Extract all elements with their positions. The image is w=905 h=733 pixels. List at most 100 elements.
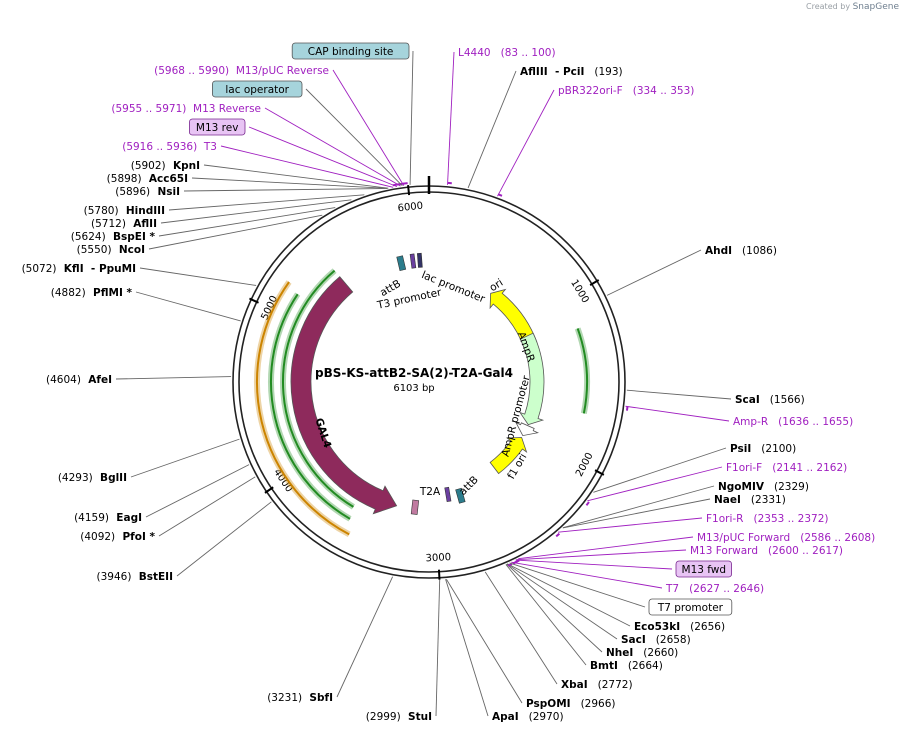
attb-top-box[interactable]	[396, 255, 407, 272]
site-label-s2[interactable]: AhdI (1086)	[705, 245, 777, 257]
lac-box[interactable]	[416, 252, 423, 268]
leader-s6	[562, 498, 711, 529]
site-part: SbfI	[302, 692, 333, 704]
site-label-s8[interactable]: SacI (2658)	[621, 634, 691, 646]
site-label-s27[interactable]: (5896) NsiI	[115, 186, 180, 198]
site-label-s3[interactable]: ScaI (1566)	[735, 394, 805, 406]
site-part-first: (4604)	[46, 374, 81, 386]
site-label-s22[interactable]: (5072) KflI - PpuMI	[22, 263, 136, 275]
site-label-s28[interactable]: (5898) Acc65I	[107, 173, 188, 185]
label-box-p10[interactable]	[648, 598, 733, 616]
site-label-s1[interactable]: AflIII - PciI (193)	[520, 66, 623, 78]
site-label-s17[interactable]: (4092) PfoI *	[80, 531, 155, 543]
leader-s7	[507, 563, 631, 627]
label-box-p14[interactable]	[211, 80, 303, 98]
site-label-s5[interactable]: NgoMIV (2329)	[718, 481, 809, 493]
site-part-first: PsiI	[730, 443, 751, 455]
site-part: (2586 .. 2608)	[790, 532, 875, 544]
label-box-p16[interactable]	[291, 42, 410, 60]
site-label-p15[interactable]: (5968 .. 5990) M13/pUC Reverse	[154, 65, 329, 77]
site-part-first: (4882)	[51, 287, 86, 299]
t2a-box[interactable]	[410, 499, 420, 515]
leader-p3	[625, 405, 730, 422]
site-part: StuI	[401, 711, 432, 723]
site-label-s11[interactable]: XbaI (2772)	[561, 679, 633, 691]
leader-s18	[145, 464, 250, 518]
leader-s14	[435, 579, 441, 717]
site-part: (1566)	[760, 394, 805, 406]
leader-p8	[515, 559, 673, 570]
orf-green-inner	[282, 269, 354, 508]
site-label-s18[interactable]: (4159) EagI	[74, 512, 142, 524]
site-part-first: (3946)	[97, 571, 132, 583]
leader-p7	[516, 549, 687, 561]
site-label-s14[interactable]: (2999) StuI	[366, 711, 432, 723]
site-part: - PciI	[548, 66, 585, 78]
site-part: M13 Reverse	[186, 103, 261, 115]
leader-p11	[220, 145, 394, 188]
site-label-p2[interactable]: pBR322ori-F (334 .. 353)	[558, 85, 694, 97]
site-label-s20[interactable]: (4604) AfeI	[46, 374, 112, 386]
primer-mark-p4	[585, 501, 590, 506]
plasmid-size: 6103 bp	[393, 383, 434, 394]
site-label-s15[interactable]: (3231) SbfI	[267, 692, 333, 704]
label-text-p12: M13 rev	[196, 122, 239, 134]
site-part-first: (5968 .. 5990)	[154, 65, 229, 77]
site-label-s12[interactable]: PspOMI (2966)	[526, 698, 616, 710]
site-label-s9[interactable]: NheI (2660)	[606, 647, 678, 659]
site-label-s26[interactable]: (5780) HindIII	[84, 205, 165, 217]
leader-s4	[593, 447, 727, 493]
leader-s25	[160, 199, 352, 224]
site-label-p1[interactable]: L4440 (83 .. 100)	[458, 47, 556, 59]
site-label-p3[interactable]: Amp-R (1636 .. 1655)	[733, 416, 853, 428]
site-part-first: (5550)	[77, 244, 112, 256]
attb-bottom-stripe[interactable]	[444, 486, 452, 503]
site-label-p13[interactable]: (5955 .. 5971) M13 Reverse	[111, 103, 261, 115]
site-label-s10[interactable]: BmtI (2664)	[590, 660, 663, 672]
site-label-s13[interactable]: ApaI (2970)	[492, 711, 564, 723]
site-part-first: F1ori-F	[726, 462, 762, 474]
leader-s23	[148, 214, 323, 250]
site-label-s29[interactable]: (5902) KpnI	[131, 160, 200, 172]
site-labels: AflIII - PciI (193) AhdI (1086) ScaI (1566…	[22, 42, 875, 723]
site-part: BglII	[93, 472, 127, 484]
t3-promoter-box[interactable]	[409, 253, 417, 269]
site-label-s24[interactable]: (5624) BspEI *	[71, 231, 156, 243]
site-label-s4[interactable]: PsiI (2100)	[730, 443, 796, 455]
feature-ampr[interactable]	[519, 332, 545, 426]
site-label-s25[interactable]: (5712) AflII	[91, 218, 157, 230]
site-label-p9[interactable]: T7 (2627 .. 2646)	[665, 583, 764, 595]
site-label-s6[interactable]: NaeI (2331)	[714, 494, 786, 506]
label-box-p12[interactable]	[188, 118, 246, 136]
site-label-s7[interactable]: Eco53kI (2656)	[634, 621, 725, 633]
orf-green-outer	[270, 293, 351, 520]
site-part: Acc65I	[142, 173, 188, 185]
site-part: (334 .. 353)	[623, 85, 695, 97]
site-part: AflII	[126, 218, 157, 230]
site-part: M13/pUC Reverse	[229, 65, 329, 77]
label-text-p16: CAP binding site	[308, 46, 394, 58]
label-leader-lines	[115, 50, 732, 717]
site-part-first: AflIII	[520, 66, 548, 78]
site-part-first: BmtI	[590, 660, 618, 672]
site-label-s21[interactable]: (4882) PflMI *	[51, 287, 133, 299]
feature-gal4[interactable]	[290, 276, 398, 515]
site-part-first: T7	[665, 583, 679, 595]
site-label-p7[interactable]: M13 Forward (2600 .. 2617)	[690, 545, 843, 557]
site-part-first: (5780)	[84, 205, 119, 217]
label-box-p8[interactable]	[675, 560, 732, 578]
attb-bottom-box[interactable]	[455, 487, 466, 504]
brand-name: SnapGene	[852, 2, 899, 12]
site-label-p11[interactable]: (5916 .. 5936) T3	[122, 141, 217, 153]
site-label-s16[interactable]: (3946) BstEII	[97, 571, 174, 583]
site-label-s19[interactable]: (4293) BglII	[58, 472, 127, 484]
leader-p4	[587, 466, 723, 502]
site-label-p5[interactable]: F1ori-R (2353 .. 2372)	[706, 513, 828, 525]
site-label-p4[interactable]: F1ori-F (2141 .. 2162)	[726, 462, 847, 474]
feature-f1ori[interactable]	[489, 437, 528, 475]
site-label-s23[interactable]: (5550) NcoI	[77, 244, 145, 256]
site-label-p6[interactable]: M13/pUC Forward (2586 .. 2608)	[697, 532, 875, 544]
feature-amprprom[interactable]	[515, 421, 540, 437]
site-part: (2656)	[680, 621, 725, 633]
site-part-first: NgoMIV	[718, 481, 765, 493]
